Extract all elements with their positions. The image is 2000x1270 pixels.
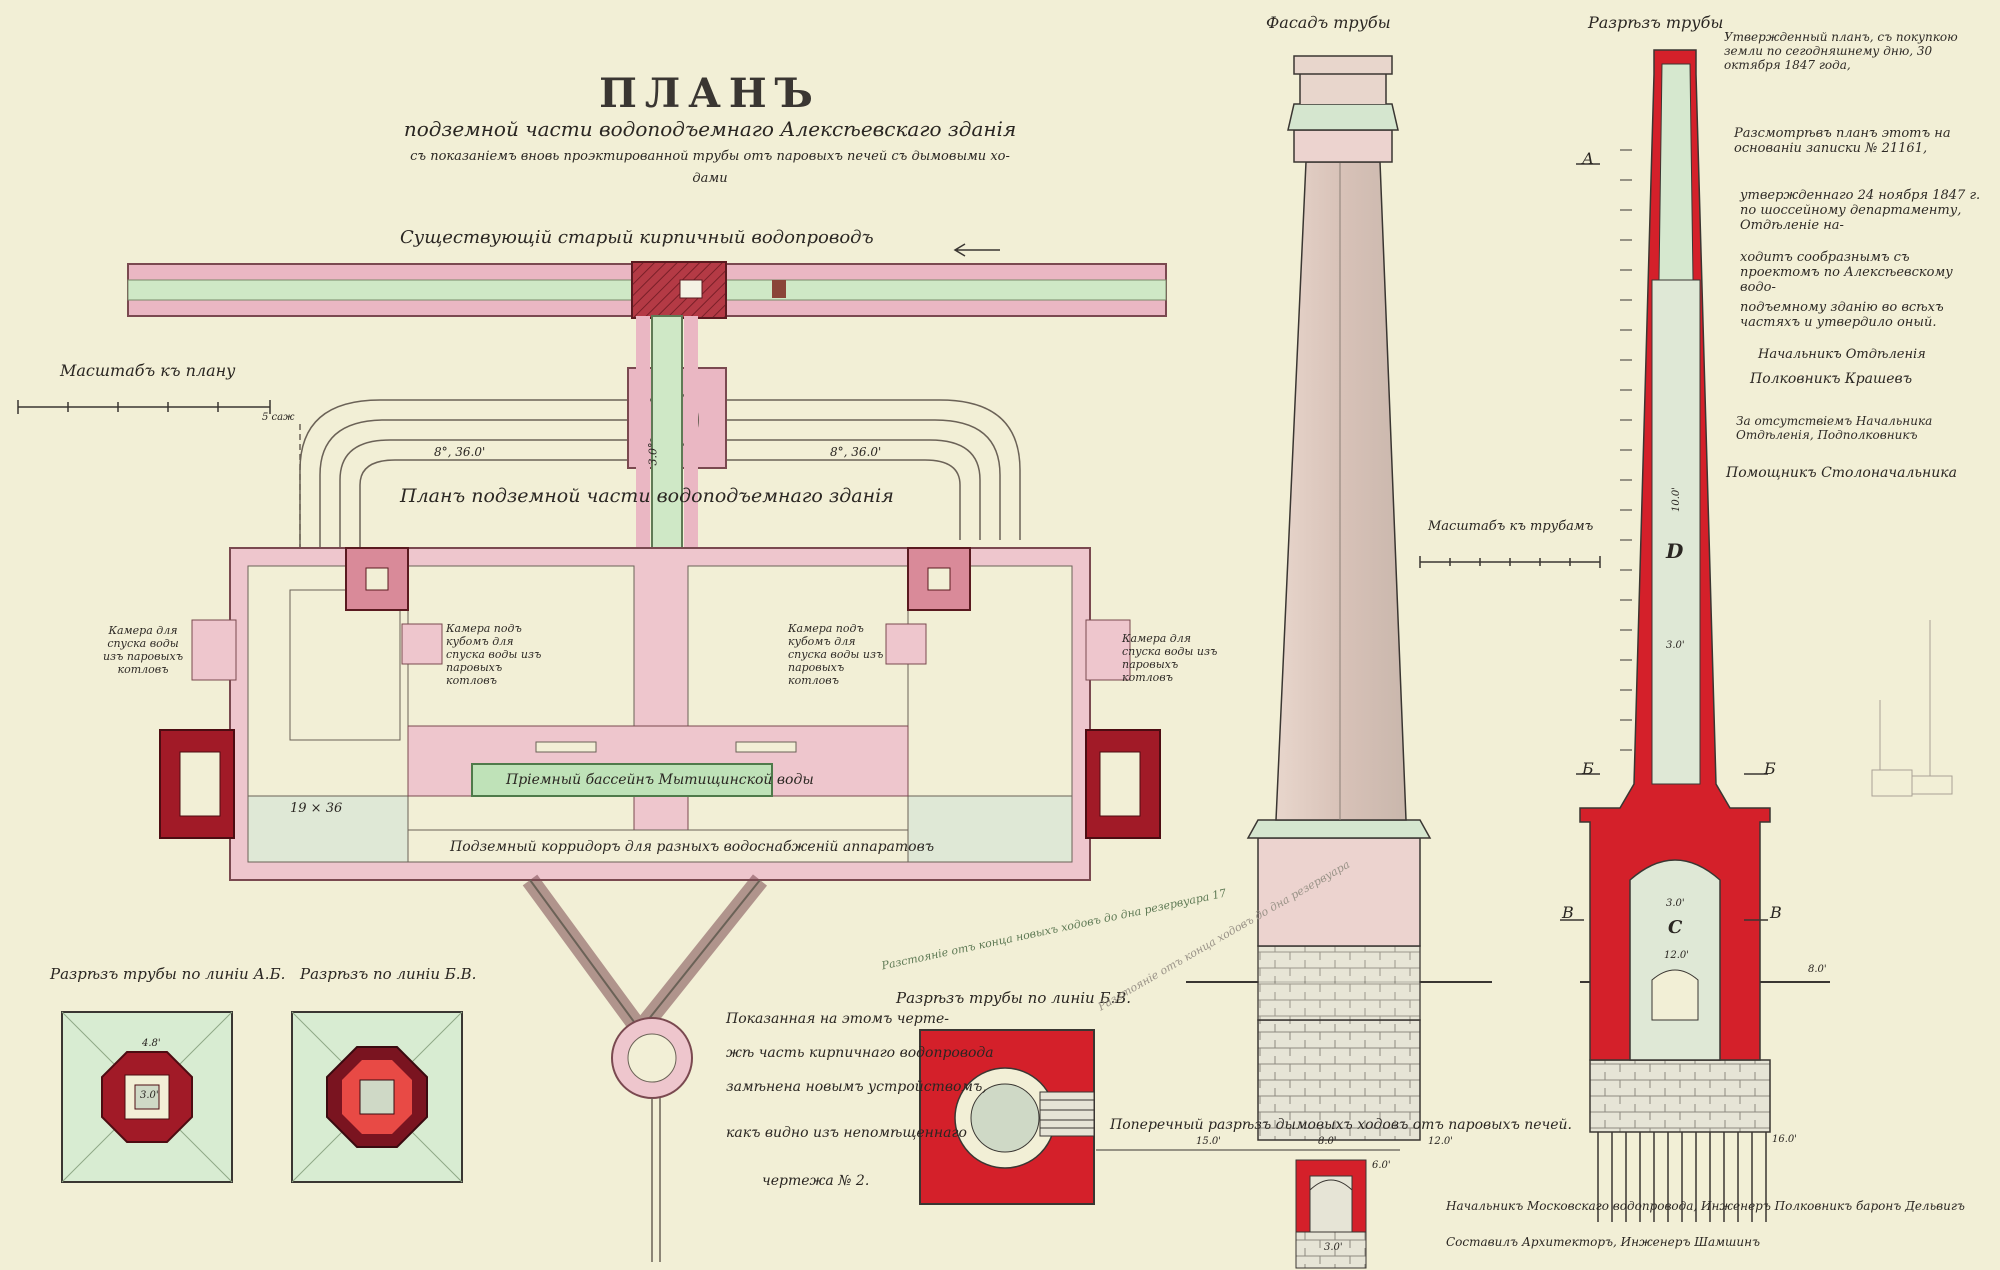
approval-note-1: Утвержденный планъ, съ покупкою земли по… <box>1724 30 1958 72</box>
pipeline-note-line2: жѣ часть кирпичнаго водопровода <box>726 1045 994 1061</box>
chimney-facade <box>1186 55 1492 1141</box>
signature-line-1: Начальникъ Московскаго водопровода, Инже… <box>1446 1199 1965 1213</box>
section-bv-title: Разрѣзъ по линіи Б.В. <box>300 965 477 983</box>
chimney-section-title: Разрѣзъ трубы <box>1588 13 1724 32</box>
cross-dim-mid: 8.0' <box>1318 1136 1337 1147</box>
chamber-left-outer-label: Камера для спуска воды изъ паровыхъ котл… <box>102 624 184 676</box>
pipeline-note-line1: Показанная на этомъ черте- <box>726 1011 950 1027</box>
section-ab-dim: 4.8' <box>142 1038 161 1049</box>
section-ab-inner: 3.0' <box>140 1090 159 1101</box>
flue-channels <box>522 874 768 1262</box>
section-bv-square <box>291 1011 463 1183</box>
dim-10: 10.0' <box>1671 486 1683 513</box>
chamber-left-inner-label: Камера подъ кубомъ для спуска воды изъ п… <box>446 622 542 687</box>
dim-160: 16.0' <box>1772 1134 1798 1145</box>
pencil-sketch <box>1871 620 1953 797</box>
cross-section-title: Поперечный разрѣзъ дымовыхъ ходовъ отъ п… <box>1110 1117 1572 1133</box>
cross-dim-left: 15.0' <box>1196 1136 1222 1147</box>
section-bv-big <box>919 1029 1095 1205</box>
dim-top-right: 8°, 36.0' <box>830 445 882 459</box>
underground-plan-label: Планъ подземной части водоподъемнаго зда… <box>400 485 894 507</box>
section-bv-big-title: Разрѣзъ трубы по линіи Б.В. <box>896 989 1132 1007</box>
receiving-basin-label: Пріемный бассейнъ Мытищинской воды <box>506 772 814 788</box>
plan-description-line2: дами <box>692 171 728 186</box>
plan-title: ПЛАНЪ <box>599 70 821 117</box>
cross-section-flue <box>1096 1149 1400 1269</box>
pipeline-note-line5: чертежа № 2. <box>762 1173 870 1189</box>
arched-pipes <box>299 399 1021 560</box>
chimney-scale-bar <box>1419 556 1601 568</box>
approval-note-6: Начальникъ Отдѣленія <box>1758 347 1926 362</box>
plan-scale-unit: 5 саж <box>262 412 295 423</box>
plan-scale-label: Масштабъ къ плану <box>60 361 236 380</box>
marker-b: Б <box>1582 759 1594 778</box>
approval-note-7: Полковникъ Крашевъ <box>1750 371 1913 387</box>
approval-note-2: Разсмотрѣвъ планъ этотъ на основаніи зап… <box>1734 126 1951 156</box>
section-ab-title: Разрѣзъ трубы по линіи А.Б. <box>50 965 286 983</box>
corridor-label: Подземный корридоръ для разныхъ водоснаб… <box>450 839 935 855</box>
dim-120: 12.0' <box>1664 950 1690 961</box>
central-pipe <box>627 315 727 587</box>
building-plan <box>159 547 1161 881</box>
cross-dim-right: 12.0' <box>1428 1136 1454 1147</box>
plan-description-line1: съ показаніемъ вновь проэктированной тру… <box>410 149 1010 164</box>
pipeline-note-line3: замѣнена новымъ устройствомъ, <box>726 1079 987 1095</box>
chamber-right-inner-label: Камера подъ кубомъ для спуска воды изъ п… <box>788 622 884 687</box>
marker-b-right: Б <box>1764 759 1776 778</box>
approval-note-3: утвержденнаго 24 ноября 1847 г. по шоссе… <box>1740 188 1981 233</box>
approval-note-5: подъемному зданію во всѣхъ частяхъ и утв… <box>1740 300 1944 330</box>
cross-dim-base: 3.0' <box>1324 1242 1343 1253</box>
old-pipeline-label: Существующій старый кирпичный водопровод… <box>400 227 874 248</box>
old-brick-pipeline <box>127 243 1167 319</box>
pipeline-note-line4: какъ видно изъ непомѣщеннаго <box>726 1125 967 1141</box>
dim-top-left: 8°, 36.0' <box>434 445 486 459</box>
plan-subtitle: подземной части водоподъемнаго Алексѣевс… <box>403 117 1017 141</box>
dim-30a: 3.0' <box>1666 640 1685 651</box>
cross-dim-height: 6.0' <box>1372 1160 1391 1171</box>
dim-80: 8.0' <box>1808 964 1827 975</box>
room-dimension: 19 × 36 <box>290 801 343 816</box>
marker-c: C <box>1668 917 1683 938</box>
approval-note-4: ходитъ сообразнымъ съ проектомъ по Алекс… <box>1740 250 1953 295</box>
marker-a: А <box>1582 149 1595 168</box>
approval-note-9: Помощникъ Столоначальника <box>1726 465 1957 481</box>
marker-d: D <box>1666 539 1684 563</box>
dim-vertical: 3.0° <box>646 442 660 466</box>
facade-title: Фасадъ трубы <box>1266 13 1391 32</box>
marker-v: В <box>1562 903 1574 922</box>
marker-v-right: В <box>1770 903 1782 922</box>
chimney-scale-label: Масштабъ къ трубамъ <box>1428 519 1594 534</box>
section-ab-square <box>61 1011 233 1183</box>
plan-scale-bar <box>17 400 271 414</box>
dim-30b: 3.0' <box>1666 898 1685 909</box>
signature-line-2: Составилъ Архитекторъ, Инженеръ Шамшинъ <box>1446 1235 1761 1249</box>
chamber-right-outer-label: Камера для спуска воды изъ паровыхъ котл… <box>1122 632 1218 684</box>
approval-note-8: За отсутствіемъ Начальника Отдѣленія, По… <box>1736 414 1933 442</box>
chimney-section <box>1560 49 1830 1222</box>
